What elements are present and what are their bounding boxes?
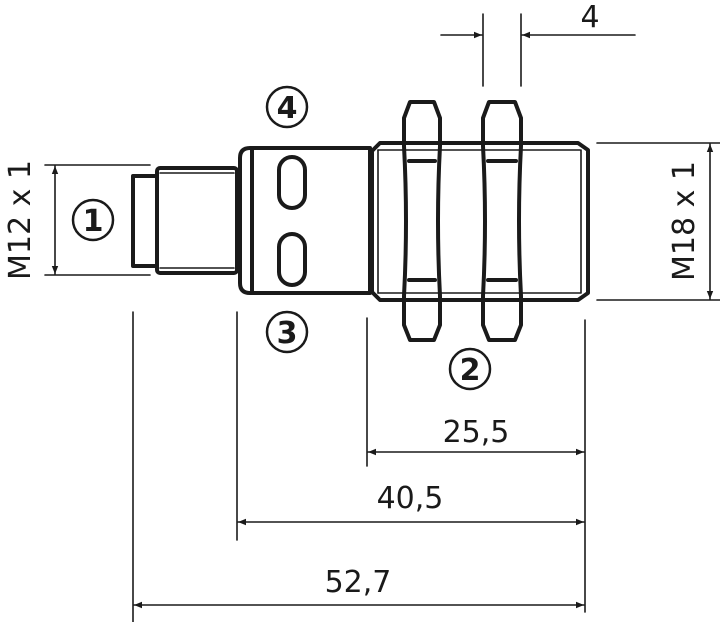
svg-text:1: 1 bbox=[83, 204, 104, 239]
dim-label-nut-width: 4 bbox=[580, 0, 599, 35]
housing bbox=[238, 146, 372, 295]
threaded-body-m18 bbox=[370, 141, 590, 302]
dim-label-m12: M12 x 1 bbox=[3, 160, 38, 280]
svg-text:3: 3 bbox=[277, 316, 298, 351]
dimension-lengths: 25,5 40,5 52,7 bbox=[132, 311, 586, 622]
dim-label-thread-length: 25,5 bbox=[443, 415, 510, 450]
callout-3: 3 bbox=[265, 310, 309, 354]
dimension-nut-width: 4 bbox=[440, 0, 636, 87]
led-window-top bbox=[277, 155, 307, 210]
connector-m12 bbox=[131, 166, 239, 275]
svg-text:4: 4 bbox=[277, 91, 298, 126]
svg-text:2: 2 bbox=[460, 353, 481, 388]
dim-label-m18: M18 x 1 bbox=[667, 161, 702, 281]
callout-1: 1 bbox=[71, 198, 115, 242]
dimension-m18: M18 x 1 bbox=[596, 142, 720, 301]
callout-4: 4 bbox=[265, 85, 309, 129]
nut-2 bbox=[481, 100, 523, 342]
led-window-bottom bbox=[277, 232, 307, 287]
dimension-m12: M12 x 1 bbox=[3, 160, 151, 280]
nut-1 bbox=[402, 100, 442, 342]
callout-2: 2 bbox=[448, 347, 492, 391]
dim-label-total-length: 52,7 bbox=[325, 565, 392, 600]
dim-label-housing-length: 40,5 bbox=[377, 481, 444, 516]
